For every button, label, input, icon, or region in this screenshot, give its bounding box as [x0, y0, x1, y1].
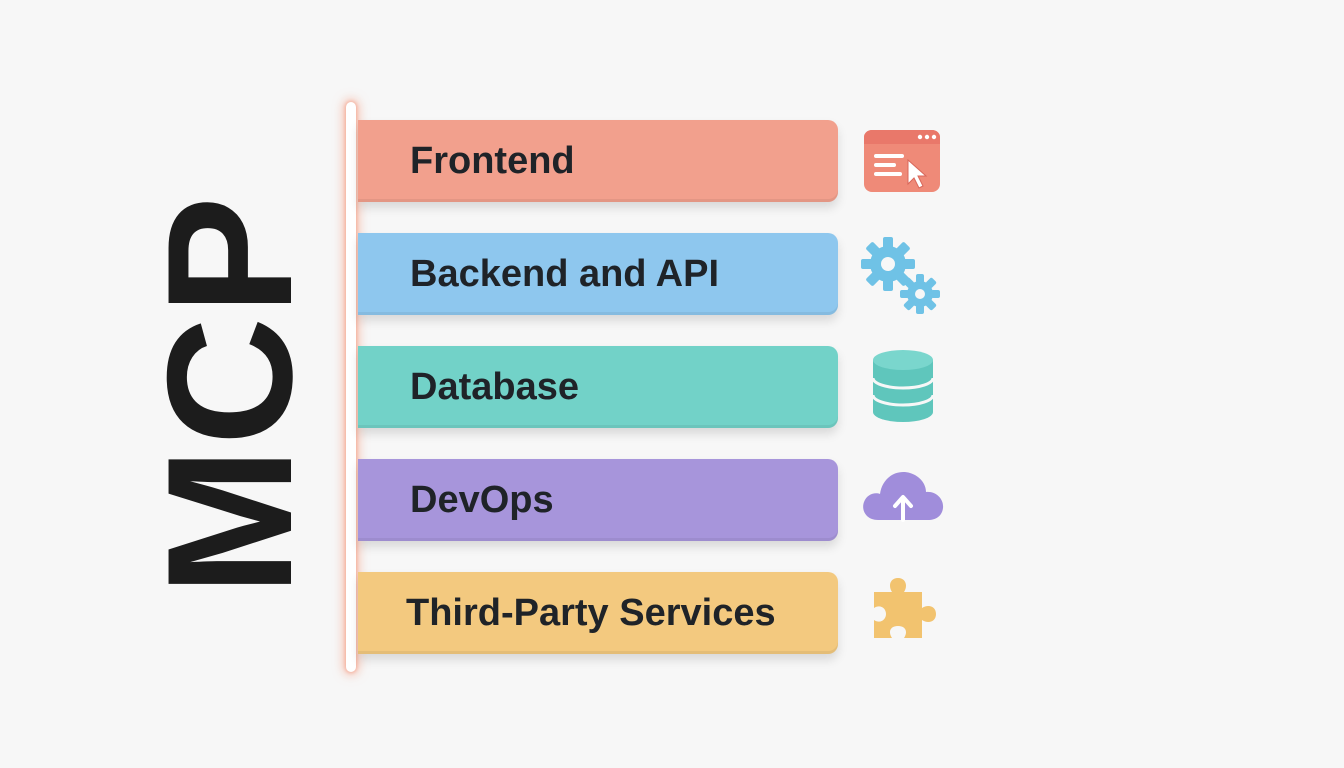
gears-icon [860, 236, 946, 320]
layer-backend-api: Backend and API [358, 233, 838, 315]
puzzle-piece-icon [866, 572, 938, 644]
diagram-title: MCP [130, 194, 329, 596]
vertical-divider [346, 102, 356, 672]
layer-devops: DevOps [358, 459, 838, 541]
layer-frontend-label: Frontend [410, 139, 575, 182]
layer-devops-label: DevOps [410, 478, 554, 521]
database-icon [870, 348, 936, 424]
layer-database: Database [358, 346, 838, 428]
browser-window-icon [862, 128, 942, 194]
layer-frontend: Frontend [358, 120, 838, 202]
layer-third-party-services: Third-Party Services [358, 572, 838, 654]
cloud-upload-icon [860, 464, 946, 526]
layer-third-party-services-label: Third-Party Services [406, 591, 776, 634]
layer-database-label: Database [410, 365, 579, 408]
layer-backend-api-label: Backend and API [410, 252, 720, 295]
